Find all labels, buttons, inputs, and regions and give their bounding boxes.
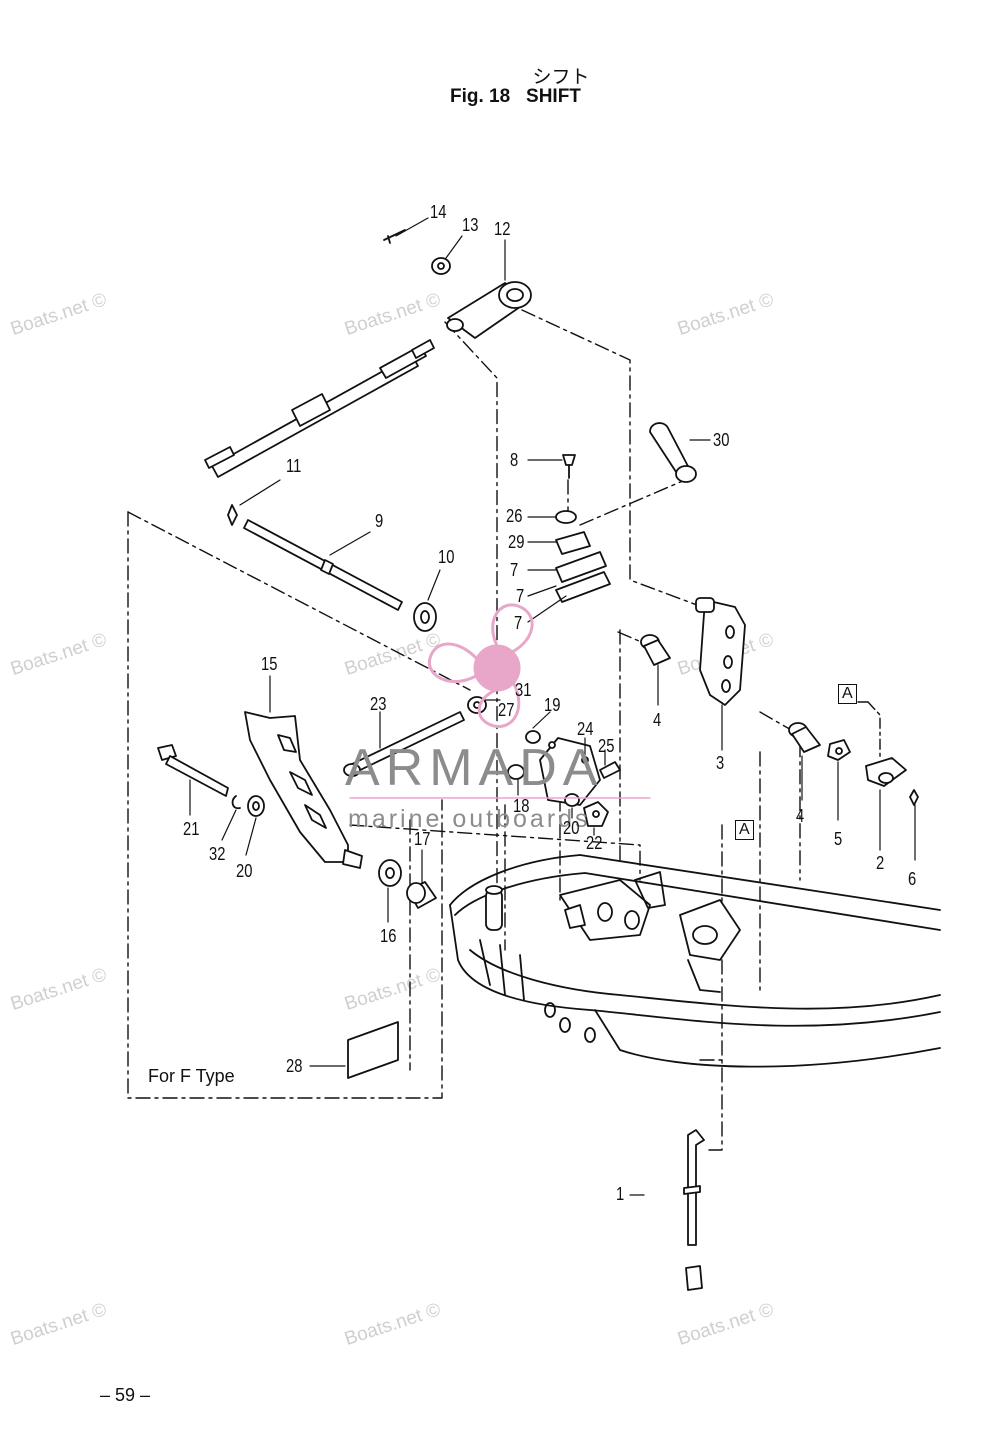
part-4-bushing-right: [788, 722, 821, 753]
armada-propeller-logo: [349, 603, 651, 799]
callout-26: 26: [506, 506, 523, 526]
callout-13: 13: [462, 215, 479, 235]
part-17-bushing: [406, 881, 437, 909]
callout-32: 32: [209, 844, 226, 864]
part-16-washer: [378, 859, 402, 887]
part-8-screw: [562, 454, 576, 479]
part-22-nut: [583, 801, 609, 827]
part-20-washer-right: [564, 793, 580, 807]
part-6-clip: [909, 789, 919, 806]
callout-19: 19: [544, 695, 561, 715]
callout-6: 6: [908, 869, 917, 889]
reference-box-a-right: A: [735, 820, 754, 840]
callout-27: 27: [498, 700, 515, 720]
callout-22: 22: [586, 833, 603, 853]
callout-3: 3: [716, 753, 725, 773]
callout-8: 8: [510, 450, 519, 470]
part-27-washer: [525, 730, 541, 744]
callout-11: 11: [286, 456, 302, 476]
part-29-plate: [555, 531, 591, 555]
callout-24: 24: [577, 719, 594, 739]
engine-base: [449, 854, 941, 1068]
part-32-clip: [231, 795, 241, 810]
callout-16: 16: [380, 926, 397, 946]
callout-31: 31: [515, 680, 532, 700]
callout-9: 9: [375, 511, 384, 531]
part-10-washer: [413, 602, 437, 632]
callout-30: 30: [713, 430, 730, 450]
part-2-joint: [865, 757, 907, 787]
callout-20-left: 20: [236, 861, 253, 881]
part-3-shift-lever: [695, 597, 746, 706]
part-30-knob: [649, 422, 697, 483]
callout-15: 15: [261, 654, 278, 674]
for-f-type-note: For F Type: [148, 1066, 235, 1086]
callout-25: 25: [598, 736, 615, 756]
part-14-pin: [383, 229, 406, 244]
callout-10: 10: [438, 547, 455, 567]
part-26-washer: [555, 510, 577, 524]
part-9-shaft: [243, 519, 403, 611]
part-31-nut: [467, 696, 487, 714]
part-4-bushing-upper: [640, 634, 671, 666]
leader-lines: [189, 217, 916, 1196]
callout-7a: 7: [510, 560, 519, 580]
part-28-label: [347, 1021, 399, 1079]
part-12-link: [446, 281, 532, 339]
part-11-clip: [227, 504, 238, 526]
callout-18: 18: [513, 796, 530, 816]
callout-7b: 7: [516, 586, 525, 606]
callout-28: 28: [286, 1056, 303, 1076]
armada-logo-tagline: marine outboards: [348, 805, 591, 833]
part-1-shift-rod: [683, 1129, 705, 1291]
armada-logo-wordmark: ARMADA: [345, 739, 604, 797]
callout-1: 1: [616, 1184, 625, 1204]
part-5-nut: [827, 739, 851, 761]
callout-17: 17: [414, 829, 431, 849]
callout-4-right: 4: [796, 806, 805, 826]
part-25-pin: [599, 761, 621, 779]
box-a-connectors: [857, 701, 881, 761]
callout-2: 2: [876, 853, 885, 873]
figure-title-japanese: シフト: [532, 66, 590, 88]
callout-5: 5: [834, 829, 843, 849]
callout-14: 14: [430, 202, 447, 222]
callout-23: 23: [370, 694, 387, 714]
assembly-guide-lines: [127, 309, 801, 1151]
part-18-washer: [507, 764, 525, 780]
part-13-washer: [431, 257, 451, 275]
part-15-bracket: [244, 711, 363, 869]
shift-cable: [204, 339, 435, 478]
figure-title: Fig. 18 SHIFT: [450, 86, 581, 107]
callout-12: 12: [494, 219, 511, 239]
callout-20-right: 20: [563, 818, 580, 838]
reference-box-a-top: A: [838, 684, 857, 704]
part-7-plates: [555, 551, 611, 603]
page-number: – 59 –: [100, 1385, 151, 1405]
callout-4-upper: 4: [653, 710, 662, 730]
part-21-bolt: [157, 744, 229, 797]
callout-21: 21: [183, 819, 200, 839]
callout-29: 29: [508, 532, 525, 552]
part-20-washer-left: [247, 795, 265, 817]
callout-7c: 7: [514, 613, 523, 633]
part-23-rod: [343, 711, 465, 777]
